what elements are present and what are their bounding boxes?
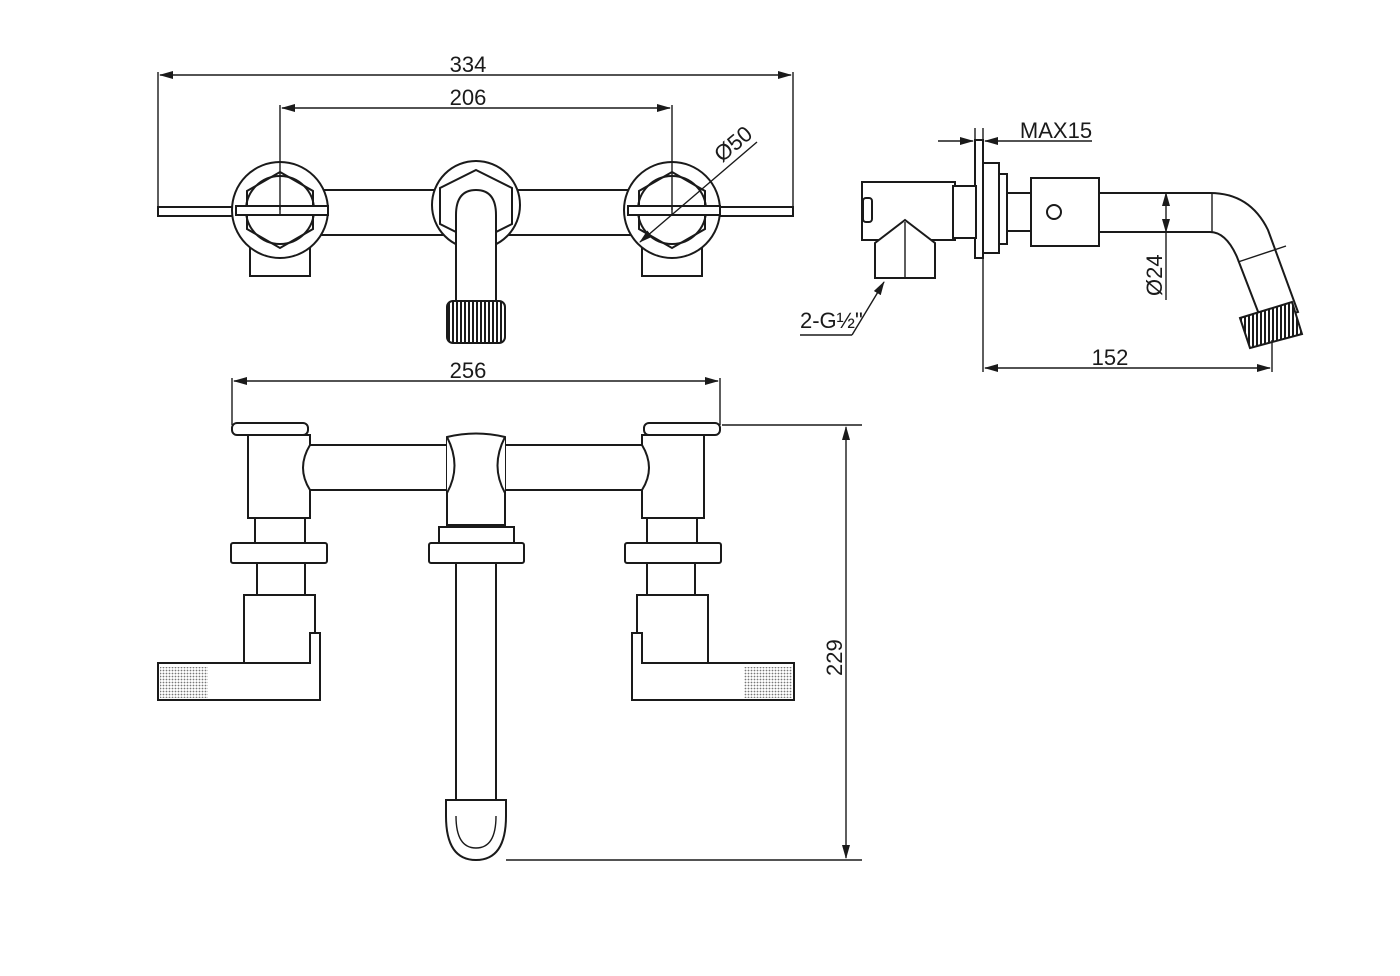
dim-d50-label: Ø50 bbox=[709, 121, 757, 167]
dim-spout-diameter: Ø24 bbox=[1142, 192, 1170, 300]
dim-height: 229 bbox=[506, 424, 862, 861]
dim-handle-spacing: 206 bbox=[279, 85, 673, 210]
spout-arm bbox=[1098, 192, 1300, 324]
side-view: MAX15 Ø24 2-G½" 152 bbox=[800, 118, 1304, 372]
dim-152-label: 152 bbox=[1092, 345, 1129, 370]
dim-g12-label: 2-G½" bbox=[800, 308, 863, 333]
aerator bbox=[1238, 300, 1304, 350]
left-valve-front bbox=[157, 422, 328, 701]
dim-256-label: 256 bbox=[450, 358, 487, 383]
dim-334-label: 334 bbox=[450, 52, 487, 77]
center-spout-front bbox=[428, 432, 525, 862]
front-view: 256 229 bbox=[157, 358, 862, 862]
dim-overall-width: 334 bbox=[157, 52, 794, 208]
flange bbox=[982, 162, 1000, 254]
center-spout-top bbox=[431, 160, 521, 344]
dim-d24-label: Ø24 bbox=[1142, 254, 1167, 296]
dim-spout-reach: 152 bbox=[982, 255, 1273, 372]
dim-max15-label: MAX15 bbox=[1020, 118, 1092, 143]
dim-229-label: 229 bbox=[822, 639, 847, 676]
dim-front-width: 256 bbox=[231, 358, 721, 425]
dim-206-label: 206 bbox=[450, 85, 487, 110]
dim-wall-thickness: MAX15 bbox=[938, 118, 1092, 152]
top-view: 334 206 Ø50 bbox=[157, 52, 794, 344]
right-valve-front bbox=[624, 422, 795, 701]
spout-collar bbox=[1030, 177, 1100, 247]
dim-inlet-thread: 2-G½" bbox=[800, 281, 885, 336]
